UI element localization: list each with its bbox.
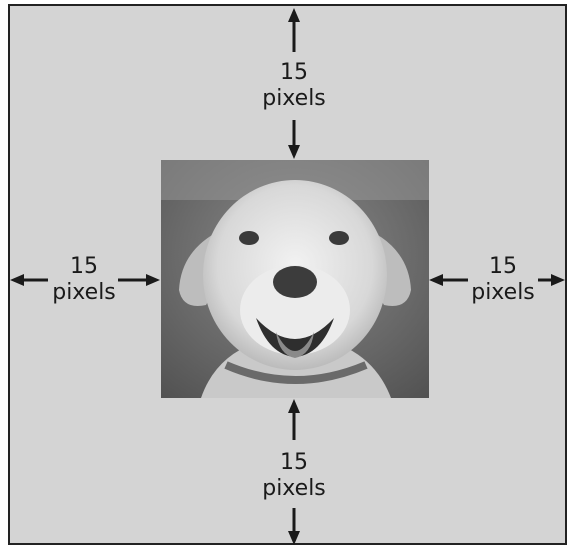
dog-illustration xyxy=(161,160,429,398)
left-label: 15 pixels xyxy=(34,254,134,306)
top-arrowhead-up xyxy=(288,8,300,22)
right-label: 15 pixels xyxy=(453,254,553,306)
bottom-arrowhead-down xyxy=(288,531,300,545)
bottom-label-number: 15 xyxy=(280,450,308,475)
left-label-number: 15 xyxy=(70,254,98,279)
top-label: 15 pixels xyxy=(244,60,344,112)
top-arrowhead-down xyxy=(288,145,300,159)
left-arrowhead-right xyxy=(146,274,160,286)
right-arrowhead-left xyxy=(429,274,443,286)
right-arrowhead-right xyxy=(551,274,565,286)
top-label-number: 15 xyxy=(280,60,308,85)
left-arrowhead-left xyxy=(10,274,24,286)
right-label-unit: pixels xyxy=(471,280,535,305)
bottom-label-unit: pixels xyxy=(262,476,326,501)
bottom-arrowhead-up xyxy=(288,399,300,413)
bottom-label: 15 pixels xyxy=(244,450,344,502)
right-label-number: 15 xyxy=(489,254,517,279)
top-label-unit: pixels xyxy=(262,86,326,111)
dog-photo xyxy=(161,160,429,398)
left-label-unit: pixels xyxy=(52,280,116,305)
